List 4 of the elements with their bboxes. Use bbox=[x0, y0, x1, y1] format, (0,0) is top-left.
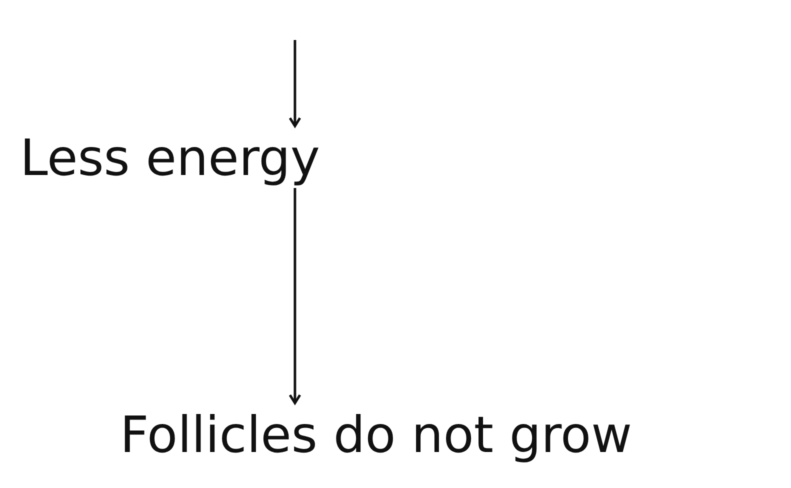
text-label: Less energy bbox=[20, 128, 320, 188]
arrow bbox=[288, 40, 302, 128]
text-label: Follicles do not grow bbox=[120, 405, 632, 465]
arrow bbox=[288, 188, 302, 404]
